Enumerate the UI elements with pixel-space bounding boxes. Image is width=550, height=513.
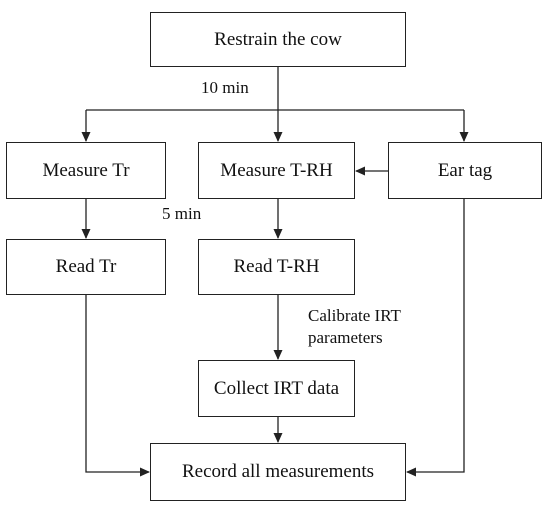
- node-read-tr-label: Read Tr: [55, 256, 117, 277]
- node-collect-irt-data: Collect IRT data: [198, 360, 355, 417]
- node-restrain-label: Restrain the cow: [214, 28, 342, 50]
- node-restrain-the-cow: Restrain the cow: [150, 12, 406, 67]
- node-measure-trh-label: Measure T-RH: [220, 159, 333, 181]
- node-measure-tr: Measure Tr: [6, 142, 166, 199]
- node-read-trh-label: Read T-RH: [233, 256, 320, 277]
- edge-label-5-min: 5 min: [162, 204, 202, 223]
- node-ear-tag-label: Ear tag: [437, 159, 493, 181]
- node-read-trh: Read T-RH: [198, 239, 355, 295]
- calibrate-line-1: Calibrate IRT: [308, 306, 401, 325]
- edge-label-calibrate-irt: Calibrate IRT parameters: [308, 305, 401, 349]
- node-record-all-label: Record all measurements: [181, 461, 375, 482]
- node-measure-tr-label: Measure Tr: [42, 159, 130, 181]
- node-collect-irt-label: Collect IRT data: [213, 377, 340, 399]
- calibrate-line-2: parameters: [308, 328, 383, 347]
- edge-ear-tag-to-record: [406, 199, 465, 477]
- edge-read-tr-to-record: [85, 295, 150, 477]
- node-read-tr: Read Tr: [6, 239, 166, 295]
- node-record-all-measurements: Record all measurements: [150, 443, 406, 501]
- node-ear-tag: Ear tag: [388, 142, 542, 199]
- edge-label-10-min: 10 min: [201, 78, 249, 97]
- node-measure-trh: Measure T-RH: [198, 142, 355, 199]
